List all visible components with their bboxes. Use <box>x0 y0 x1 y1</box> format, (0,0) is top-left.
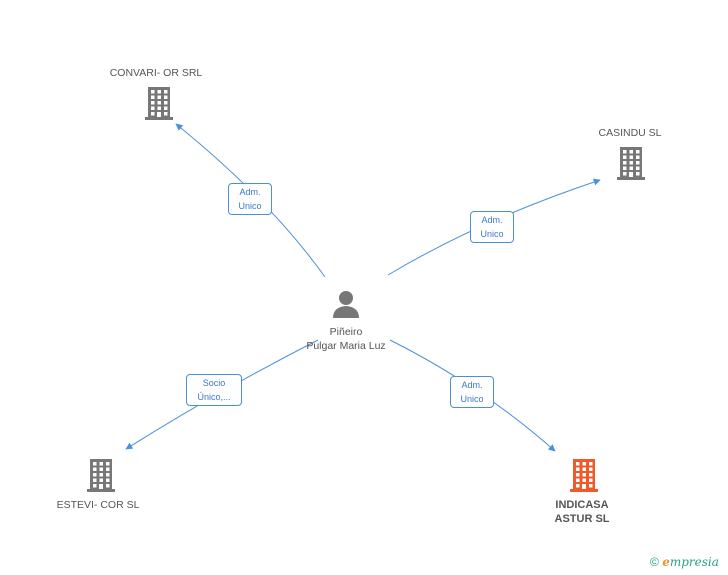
building-window <box>589 467 593 471</box>
person-name-line2: Pulgar Maria Luz <box>306 340 386 352</box>
building-window <box>636 150 640 154</box>
building-window <box>93 478 97 482</box>
building-window <box>164 106 168 110</box>
person-name[interactable]: Piñeiro Pulgar Maria Luz <box>286 325 406 353</box>
building-window <box>151 101 155 105</box>
building-window <box>582 462 586 466</box>
building-window <box>629 155 633 159</box>
building-window <box>157 90 161 94</box>
building-icon-estevi[interactable] <box>87 459 115 492</box>
building-door <box>99 484 103 489</box>
building-base <box>87 489 115 492</box>
building-window <box>164 95 168 99</box>
edge-label-casindu-line2: Unico <box>480 229 504 239</box>
building-window <box>623 166 627 170</box>
building-window <box>93 462 97 466</box>
person-icon <box>333 291 359 318</box>
building-door <box>629 172 633 177</box>
building-window <box>106 484 110 488</box>
building-window <box>99 467 103 471</box>
building-icon-convari[interactable] <box>145 87 173 120</box>
building-window <box>151 95 155 99</box>
edge-label-casindu-line1: Adm. <box>481 215 503 225</box>
building-window <box>93 484 97 488</box>
empresia-logo: empresia <box>662 555 719 569</box>
building-window <box>636 155 640 159</box>
edge-label-estevi-line2: Único,... <box>197 392 231 402</box>
building-window <box>629 150 633 154</box>
building-window <box>623 161 627 165</box>
company-name-indicasa[interactable]: INDICASA ASTUR SL <box>540 498 624 526</box>
edge-label-convari: Adm. Unico <box>228 183 272 215</box>
building-window <box>99 462 103 466</box>
building-window <box>629 161 633 165</box>
building-window <box>164 101 168 105</box>
building-window <box>576 473 580 477</box>
building-window <box>636 172 640 176</box>
building-window <box>589 484 593 488</box>
building-window <box>623 150 627 154</box>
edge-label-indicasa: Adm. Unico <box>450 376 494 408</box>
building-window <box>582 473 586 477</box>
building-window <box>157 95 161 99</box>
building-icon-indicasa[interactable] <box>570 459 598 492</box>
building-window <box>151 106 155 110</box>
edge-label-convari-line2: Unico <box>238 201 262 211</box>
building-window <box>99 473 103 477</box>
building-window <box>636 166 640 170</box>
building-window <box>99 478 103 482</box>
edge-label-convari-line1: Adm. <box>239 187 261 197</box>
building-window <box>164 112 168 116</box>
building-window <box>93 467 97 471</box>
edge-label-indicasa-line1: Adm. <box>461 380 483 390</box>
building-window <box>576 467 580 471</box>
building-window <box>106 473 110 477</box>
building-window <box>576 478 580 482</box>
building-window <box>582 478 586 482</box>
building-window <box>576 462 580 466</box>
building-window <box>623 172 627 176</box>
building-base <box>570 489 598 492</box>
building-window <box>589 473 593 477</box>
building-window <box>636 161 640 165</box>
building-window <box>106 462 110 466</box>
person-name-line1: Piñeiro <box>329 326 363 338</box>
company-name-indicasa-line1: INDICASA <box>555 499 609 511</box>
building-icon-casindu[interactable] <box>617 147 645 180</box>
edge-label-estevi-line1: Socio <box>202 378 226 388</box>
building-window <box>106 478 110 482</box>
building-window <box>93 473 97 477</box>
building-base <box>617 177 645 180</box>
building-window <box>589 462 593 466</box>
empresia-footer[interactable]: © empresia <box>650 555 719 569</box>
company-name-convari[interactable]: CONVARI- OR SRL <box>109 67 203 79</box>
building-window <box>106 467 110 471</box>
building-window <box>576 484 580 488</box>
building-window <box>151 112 155 116</box>
building-window <box>623 155 627 159</box>
building-window <box>157 101 161 105</box>
company-name-indicasa-line2: ASTUR SL <box>554 513 610 525</box>
building-door <box>157 112 161 117</box>
edge-label-indicasa-line2: Unico <box>460 394 484 404</box>
edge-label-casindu: Adm. Unico <box>470 211 514 243</box>
building-window <box>164 90 168 94</box>
copyright-icon: © <box>650 555 659 569</box>
building-window <box>157 106 161 110</box>
company-name-estevi[interactable]: ESTEVI- COR SL <box>56 499 140 511</box>
building-base <box>145 117 173 120</box>
building-window <box>629 166 633 170</box>
edge-label-estevi: Socio Único,... <box>186 374 242 406</box>
building-door <box>582 484 586 489</box>
building-window <box>582 467 586 471</box>
building-window <box>151 90 155 94</box>
building-window <box>589 478 593 482</box>
company-name-casindu[interactable]: CASINDU SL <box>598 127 662 139</box>
